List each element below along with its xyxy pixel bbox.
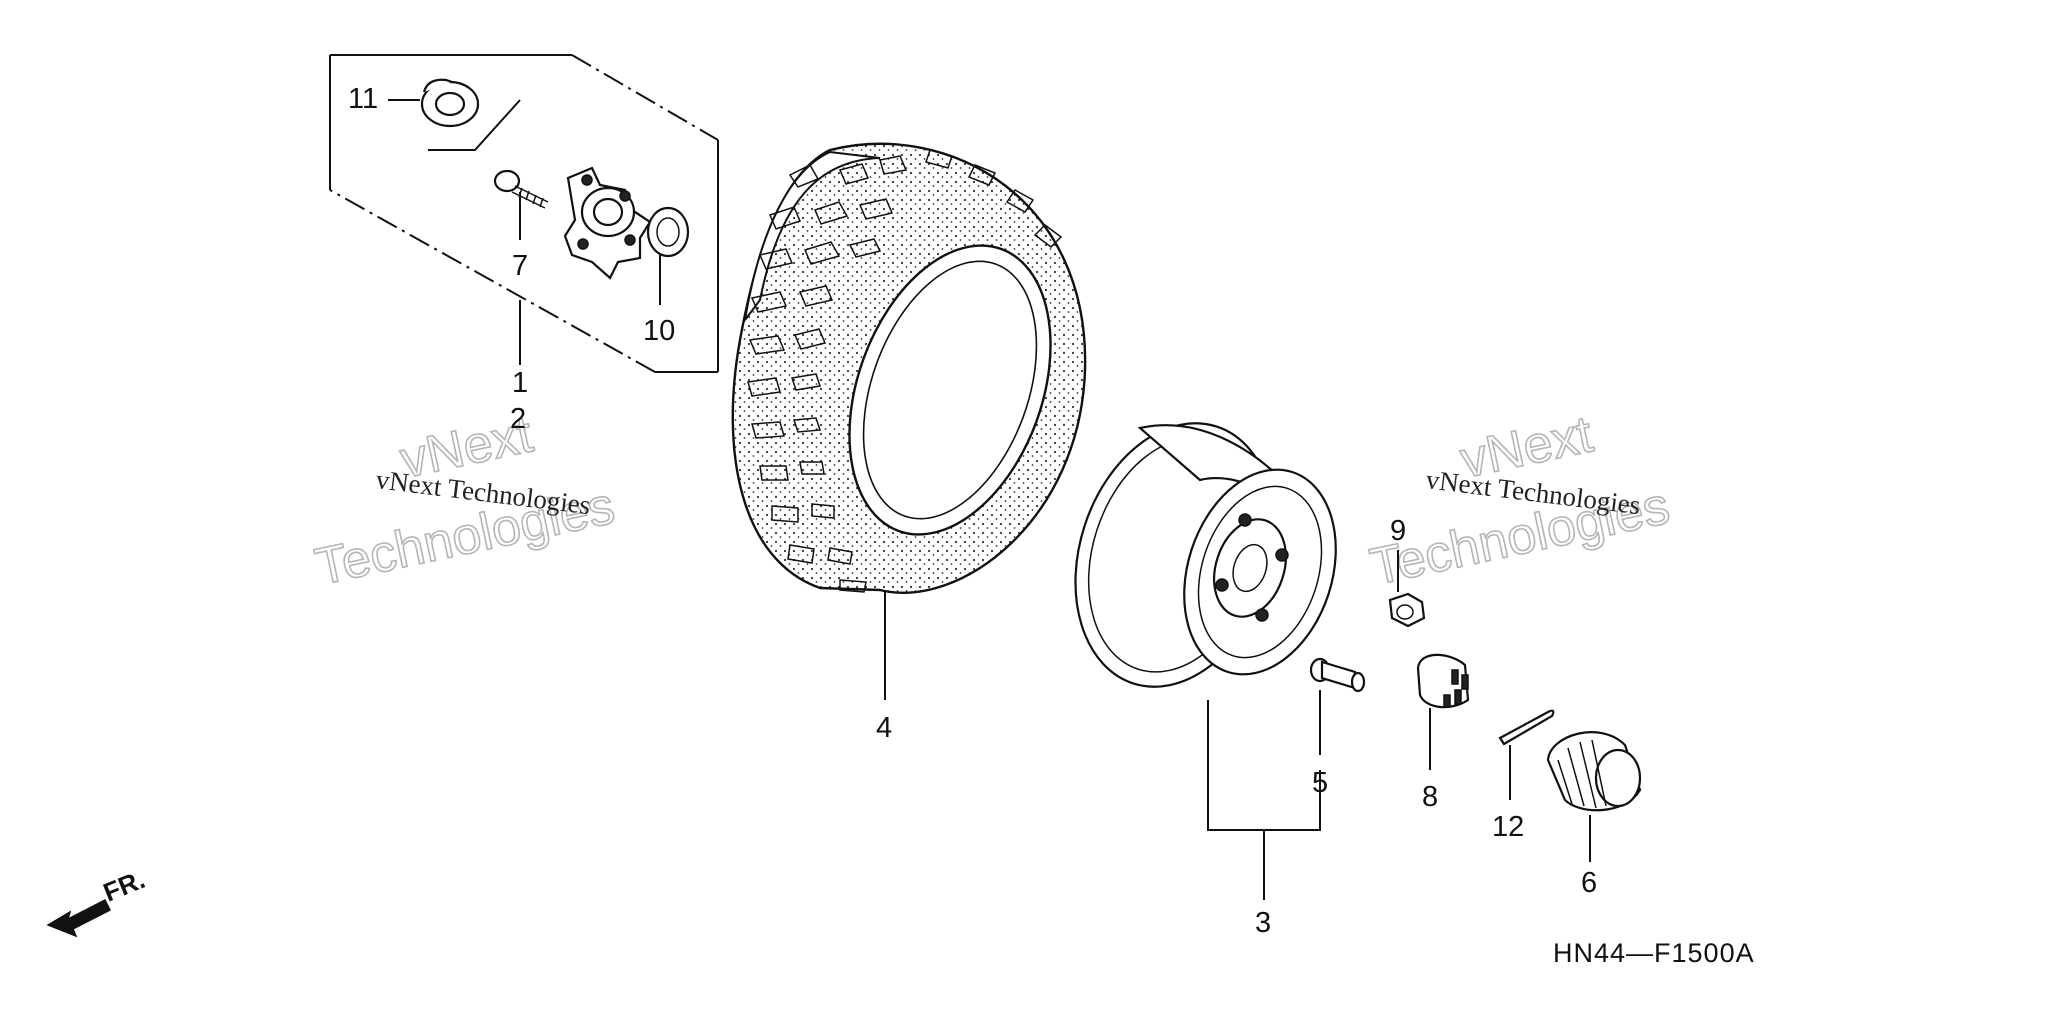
callout-6: 6 [1581, 867, 1597, 899]
callout-12: 12 [1492, 811, 1524, 843]
hub-assembly-frame [329, 54, 719, 373]
part-11-collar [420, 78, 480, 128]
callouts: 11 7 10 1 2 4 3 5 9 8 12 6 [348, 83, 1597, 939]
part-10-oil-seal [646, 206, 690, 258]
part-5-tire-valve [1309, 657, 1366, 693]
part-7-bolt [493, 169, 549, 209]
callout-2: 2 [510, 403, 526, 435]
callout-4: 4 [876, 712, 892, 744]
part-6-hub-cap [1546, 731, 1642, 812]
front-label: FR. [99, 864, 149, 908]
callout-9: 9 [1390, 515, 1406, 547]
callout-11: 11 [348, 83, 378, 115]
front-arrow-icon [46, 898, 112, 938]
part-9-nut [1388, 592, 1426, 628]
part-8-castle-nut [1416, 653, 1470, 709]
callout-1: 1 [512, 367, 528, 399]
watermark-right: vNext Technologies vNext Technologies [1365, 404, 1676, 597]
callout-7: 7 [512, 250, 528, 282]
front-direction-indicator: FR. [46, 864, 149, 938]
watermark-left: vNext Technologies vNext Technologies [310, 404, 621, 597]
callout-3: 3 [1255, 907, 1271, 939]
callout-8: 8 [1422, 781, 1438, 813]
front-hub [563, 166, 652, 280]
part-12-cotter-pin [1498, 709, 1555, 746]
tire [731, 142, 1087, 594]
callout-5: 5 [1312, 767, 1328, 799]
leader-lines [388, 99, 1591, 900]
callout-10: 10 [643, 315, 675, 347]
wheel-rim [1074, 422, 1337, 688]
figure-code: HN44—F1500A [1553, 938, 1755, 968]
